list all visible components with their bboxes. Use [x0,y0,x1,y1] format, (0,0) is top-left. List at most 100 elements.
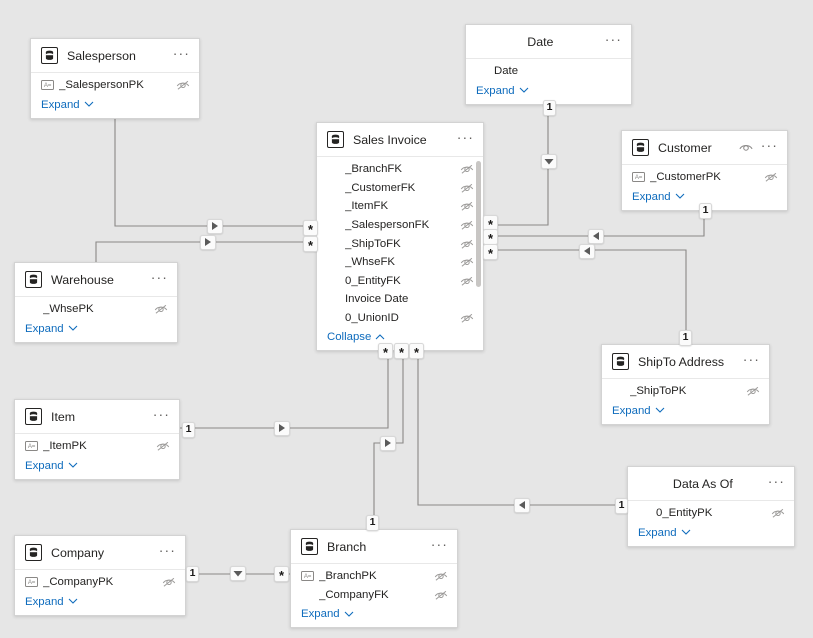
cardinality-one-badge[interactable]: 1 [186,566,199,582]
more-options-icon[interactable]: ··· [742,351,760,367]
more-options-icon[interactable]: ··· [767,473,785,489]
relationship-line[interactable] [114,112,303,227]
cardinality-one-badge[interactable]: 1 [679,330,692,346]
eye-hidden-icon[interactable] [460,163,474,175]
field-row[interactable]: _WhsePK [15,300,177,319]
eye-hidden-icon[interactable] [434,589,448,601]
eye-hidden-icon[interactable] [460,312,474,324]
expand-button[interactable]: Expand [15,456,179,479]
field-row[interactable]: Invoice Date [317,290,483,309]
expand-button[interactable]: Expand [15,592,185,615]
expand-button[interactable]: Expand [602,401,769,424]
expand-button[interactable]: Expand [291,604,457,627]
cross-filter-arrow-right[interactable] [274,421,290,436]
field-row[interactable]: A=_SalespersonPK [31,76,199,95]
expand-button[interactable]: Expand [31,95,199,118]
cross-filter-arrow-down[interactable] [541,154,557,169]
field-row[interactable]: 0_EntityFK [317,272,483,291]
collapse-button[interactable]: Collapse [317,327,483,350]
eye-hidden-icon[interactable] [460,219,474,231]
field-row[interactable]: 0_EntityPK [628,504,794,523]
relationship-line[interactable] [417,349,627,506]
cardinality-many-badge[interactable]: * [378,343,393,359]
cardinality-one-badge[interactable]: 1 [366,515,379,531]
field-row[interactable]: _BranchFK [317,160,483,179]
eye-hidden-icon[interactable] [764,171,778,183]
expand-button[interactable]: Expand [628,523,794,546]
cross-filter-arrow-left[interactable] [588,229,604,244]
field-row[interactable]: A=_CustomerPK [622,168,787,187]
fields-scrollbar[interactable] [476,161,481,287]
eye-hidden-icon[interactable] [746,385,760,397]
cross-filter-arrow-right[interactable] [380,436,396,451]
more-options-icon[interactable]: ··· [158,542,176,558]
more-options-icon[interactable]: ··· [172,45,190,61]
eye-hidden-icon[interactable] [460,238,474,250]
field-row[interactable]: _ShipToPK [602,382,769,401]
cross-filter-arrow-right[interactable] [207,219,223,234]
cardinality-many-badge[interactable]: * [394,343,409,359]
cardinality-many-badge[interactable]: * [274,566,289,582]
eye-hidden-icon[interactable] [460,200,474,212]
more-options-icon[interactable]: ··· [760,137,778,153]
cardinality-one-badge[interactable]: 1 [182,422,195,438]
eye-hidden-icon[interactable] [176,79,190,91]
table-header[interactable]: Company··· [15,536,185,570]
cross-filter-arrow-left[interactable] [579,244,595,259]
more-options-icon[interactable]: ··· [430,536,448,552]
table-header[interactable]: Data As Of··· [628,467,794,501]
eye-hidden-icon[interactable] [434,570,448,582]
table-card-sales-invoice[interactable]: Sales Invoice··· _BranchFK_CustomerFK_Ite… [316,122,484,352]
eye-hidden-icon[interactable] [460,256,474,268]
more-options-icon[interactable]: ··· [456,129,474,145]
field-row[interactable]: _CompanyFK [291,586,457,605]
field-row[interactable]: _CustomerFK [317,179,483,198]
field-row[interactable]: A=_CompanyPK [15,573,185,592]
cross-filter-arrow-right[interactable] [200,235,216,250]
relationship-line[interactable] [495,249,687,344]
cardinality-many-badge[interactable]: * [303,236,318,252]
field-row[interactable]: Date [466,62,631,81]
cardinality-one-badge[interactable]: 1 [699,203,712,219]
cardinality-many-badge[interactable]: * [483,244,498,260]
cross-filter-arrow-left[interactable] [514,498,530,513]
eye-hidden-icon[interactable] [771,507,785,519]
field-row[interactable]: A=_ItemPK [15,437,179,456]
field-row[interactable]: _SalespersonFK [317,216,483,235]
table-header[interactable]: Item··· [15,400,179,434]
eye-hidden-icon[interactable] [154,303,168,315]
cardinality-many-badge[interactable]: * [303,220,318,236]
cross-filter-arrow-down[interactable] [230,566,246,581]
expand-button[interactable]: Expand [466,81,631,104]
eye-hidden-icon[interactable] [156,440,170,452]
eye-visible-icon[interactable] [739,142,753,153]
eye-hidden-icon[interactable] [460,275,474,287]
table-header[interactable]: Customer··· [622,131,787,165]
table-header[interactable]: Salesperson··· [31,39,199,73]
cardinality-many-badge[interactable]: * [483,229,498,245]
table-header[interactable]: ShipTo Address··· [602,345,769,379]
table-header[interactable]: Warehouse··· [15,263,177,297]
table-header[interactable]: Sales Invoice··· [317,123,483,157]
eye-hidden-icon[interactable] [162,576,176,588]
expand-button[interactable]: Expand [15,319,177,342]
cardinality-one-badge[interactable]: 1 [615,498,628,514]
eye-hidden-icon[interactable] [460,182,474,194]
field-row[interactable]: _WhseFK [317,253,483,272]
relationship-line[interactable] [180,349,389,429]
more-options-icon[interactable]: ··· [604,31,622,47]
more-options-icon[interactable]: ··· [152,406,170,422]
table-header[interactable]: Branch··· [291,530,457,564]
field-row[interactable]: _ItemFK [317,197,483,216]
cardinality-many-badge[interactable]: * [409,343,424,359]
